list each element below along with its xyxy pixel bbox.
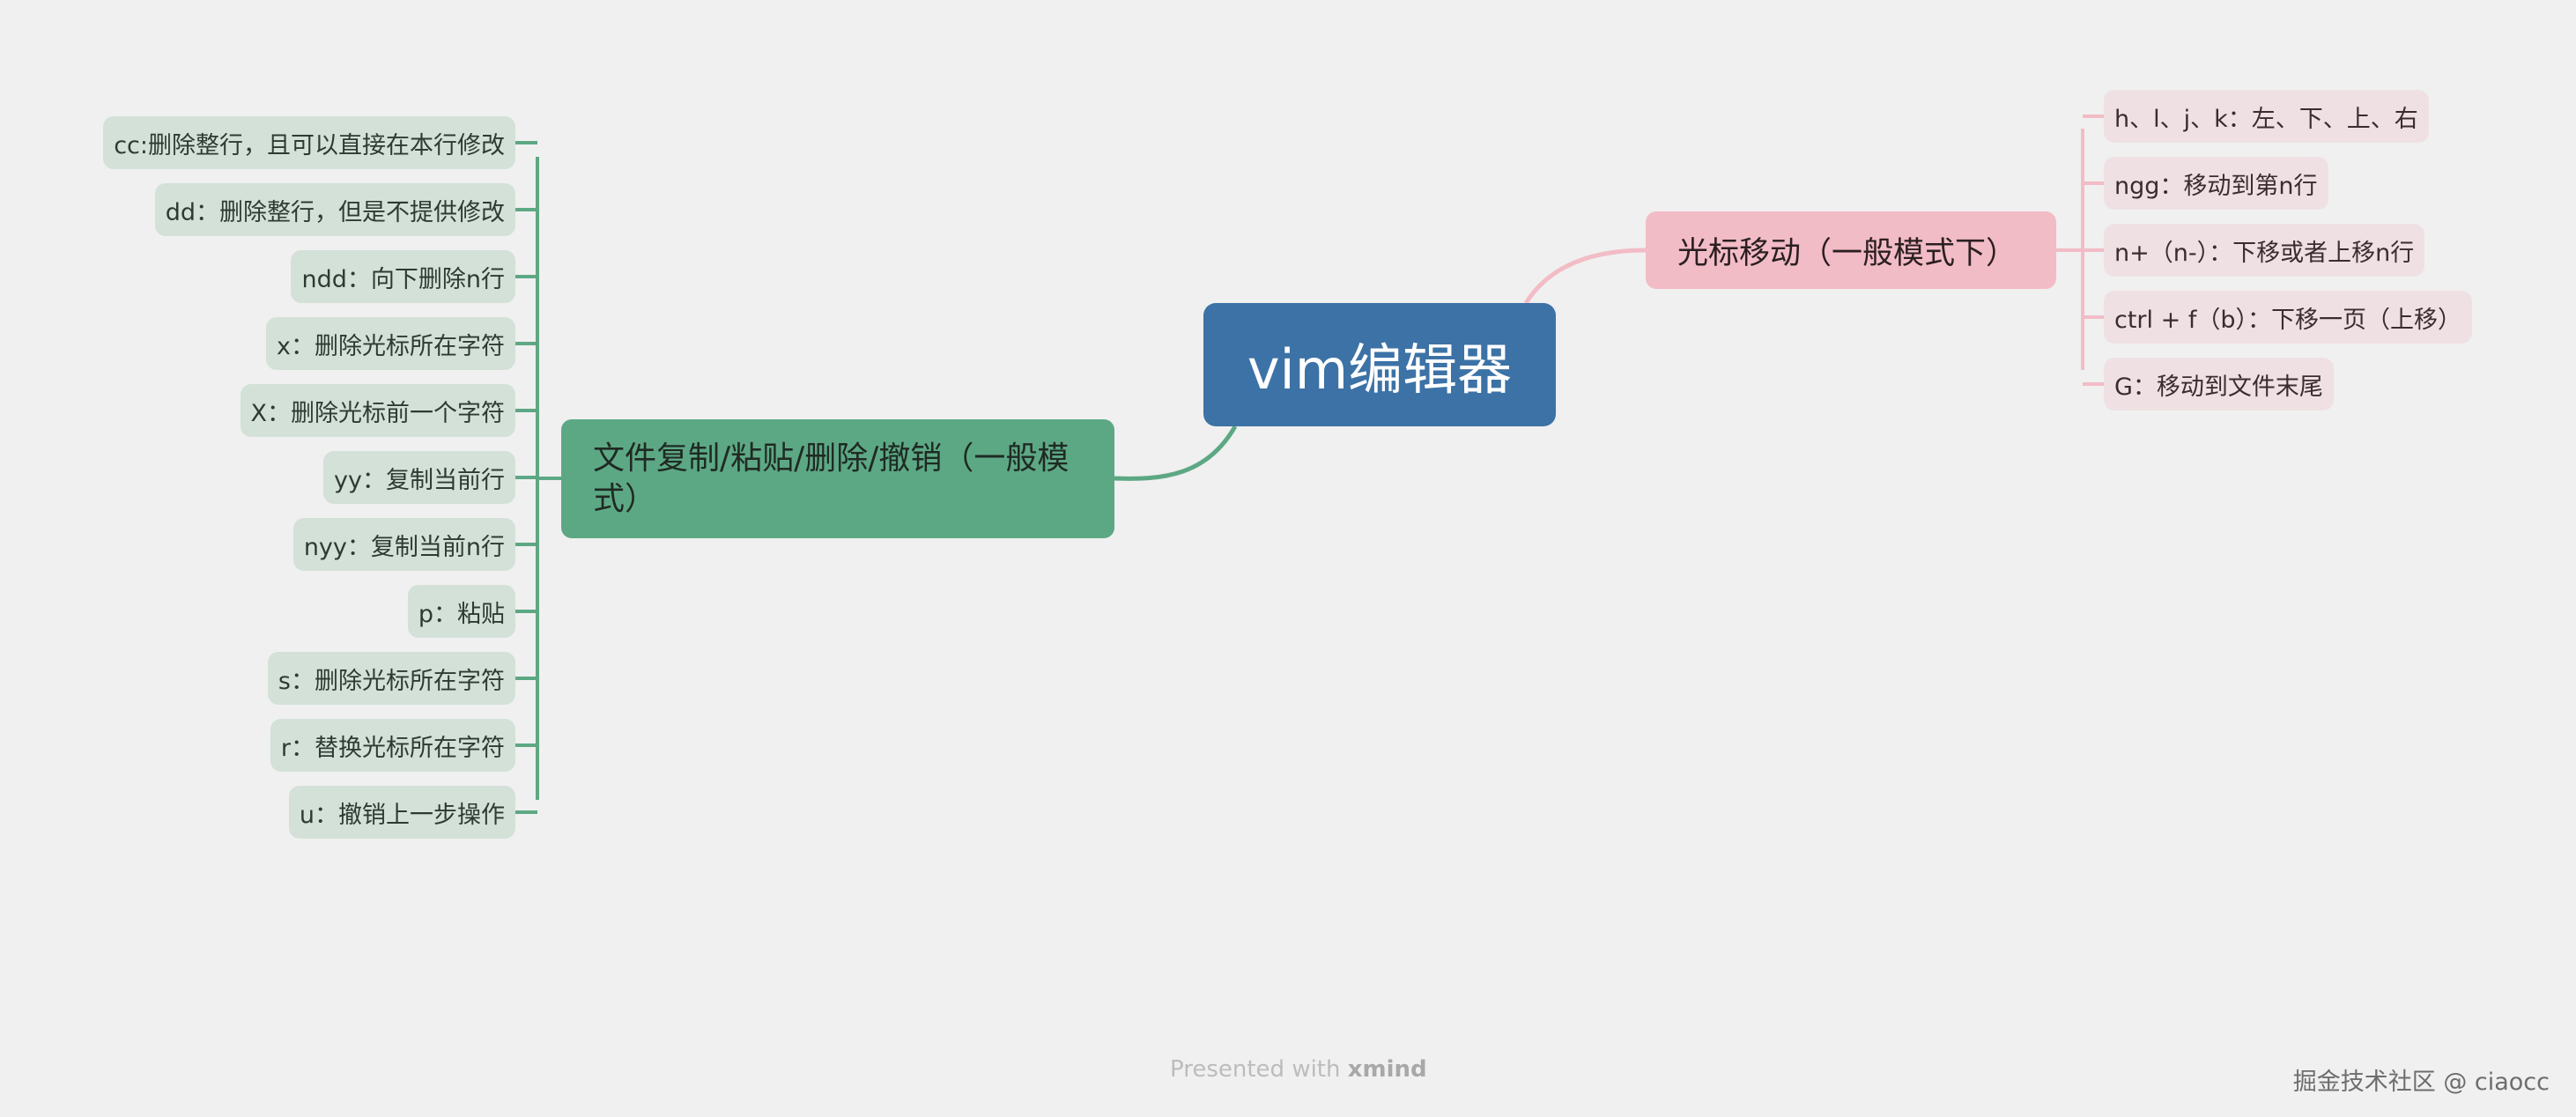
- left-subtopic-label: x：删除光标所在字符: [277, 332, 505, 360]
- left-subtopic-label: nyy：复制当前n行: [303, 533, 505, 561]
- left-subtopic-label: ndd：向下删除n行: [301, 265, 505, 293]
- left-subtopic-label: s：删除光标所在字符: [278, 667, 505, 695]
- right-subtopic-label: ctrl + f（b）：下移一页（上移）: [2114, 306, 2461, 334]
- footer-prefix: Presented with: [1170, 1056, 1341, 1083]
- left-subtopic-11[interactable]: u：撤销上一步操作: [288, 786, 515, 839]
- topic-file-editing-line2: 式）: [593, 480, 657, 517]
- right-subtopic-1[interactable]: h、l、j、k：左、下、上、右: [2104, 90, 2429, 143]
- left-subtopic-label: r：替换光标所在字符: [280, 734, 505, 762]
- presented-with-footer: Presented with xmind: [1170, 1056, 1427, 1083]
- left-subtopic-label: yy：复制当前行: [334, 466, 505, 494]
- root-topic-label: vim编辑器: [1247, 337, 1513, 402]
- left-subtopic-6[interactable]: yy：复制当前行: [323, 451, 515, 504]
- right-subtopic-label: ngg：移动到第n行: [2114, 172, 2318, 200]
- left-subtopic-8[interactable]: p：粘贴: [407, 585, 515, 638]
- right-subtopic-5[interactable]: G：移动到文件末尾: [2104, 358, 2334, 411]
- topic-file-editing-line1: 文件复制/粘贴/删除/撤销（一般模: [593, 440, 1070, 477]
- left-subtopic-5[interactable]: X：删除光标前一个字符: [240, 384, 515, 437]
- watermark: 掘金技术社区 @ ciaocc: [2292, 1069, 2550, 1096]
- left-subtopic-10[interactable]: r：替换光标所在字符: [270, 719, 515, 772]
- left-subtopic-label: X：删除光标前一个字符: [250, 399, 506, 427]
- edge-root-left: [1114, 425, 1238, 481]
- left-subtopic-label: u：撤销上一步操作: [299, 801, 505, 829]
- xmind-brand: xmind: [1347, 1056, 1427, 1083]
- right-subtopic-4[interactable]: ctrl + f（b）：下移一页（上移）: [2104, 291, 2472, 344]
- root-topic[interactable]: vim编辑器: [1203, 303, 1556, 426]
- left-subtopic-4[interactable]: x：删除光标所在字符: [266, 317, 515, 370]
- right-subtopic-2[interactable]: ngg：移动到第n行: [2104, 157, 2328, 210]
- right-subtopic-label: h、l、j、k：左、下、上、右: [2114, 105, 2418, 133]
- left-subtopic-label: dd：删除整行，但是不提供修改: [165, 198, 505, 226]
- left-subtopic-3[interactable]: ndd：向下删除n行: [291, 250, 515, 303]
- right-subtopic-label: n+（n-）：下移或者上移n行: [2114, 239, 2415, 267]
- right-subtopic-label: G：移动到文件末尾: [2114, 373, 2323, 401]
- left-subtopic-label: p：粘贴: [418, 600, 505, 628]
- topic-cursor-movement[interactable]: 光标移动（一般模式下）: [1646, 211, 2056, 289]
- topic-cursor-movement-label: 光标移动（一般模式下）: [1677, 235, 2017, 271]
- edge-root-right: [1523, 248, 1647, 305]
- left-subtopic-2[interactable]: dd：删除整行，但是不提供修改: [154, 183, 515, 236]
- left-subtopic-label: cc:删除整行，且可以直接在本行修改: [114, 131, 505, 159]
- left-subtopic-9[interactable]: s：删除光标所在字符: [267, 652, 515, 705]
- right-subtopic-3[interactable]: n+（n-）：下移或者上移n行: [2104, 224, 2425, 277]
- left-subtopic-7[interactable]: nyy：复制当前n行: [292, 518, 515, 571]
- topic-file-editing-label: 文件复制/粘贴/删除/撤销（一般模 式）: [593, 439, 1069, 520]
- left-subtopic-1[interactable]: cc:删除整行，且可以直接在本行修改: [103, 116, 515, 169]
- topic-file-editing[interactable]: 文件复制/粘贴/删除/撤销（一般模 式）: [561, 419, 1114, 538]
